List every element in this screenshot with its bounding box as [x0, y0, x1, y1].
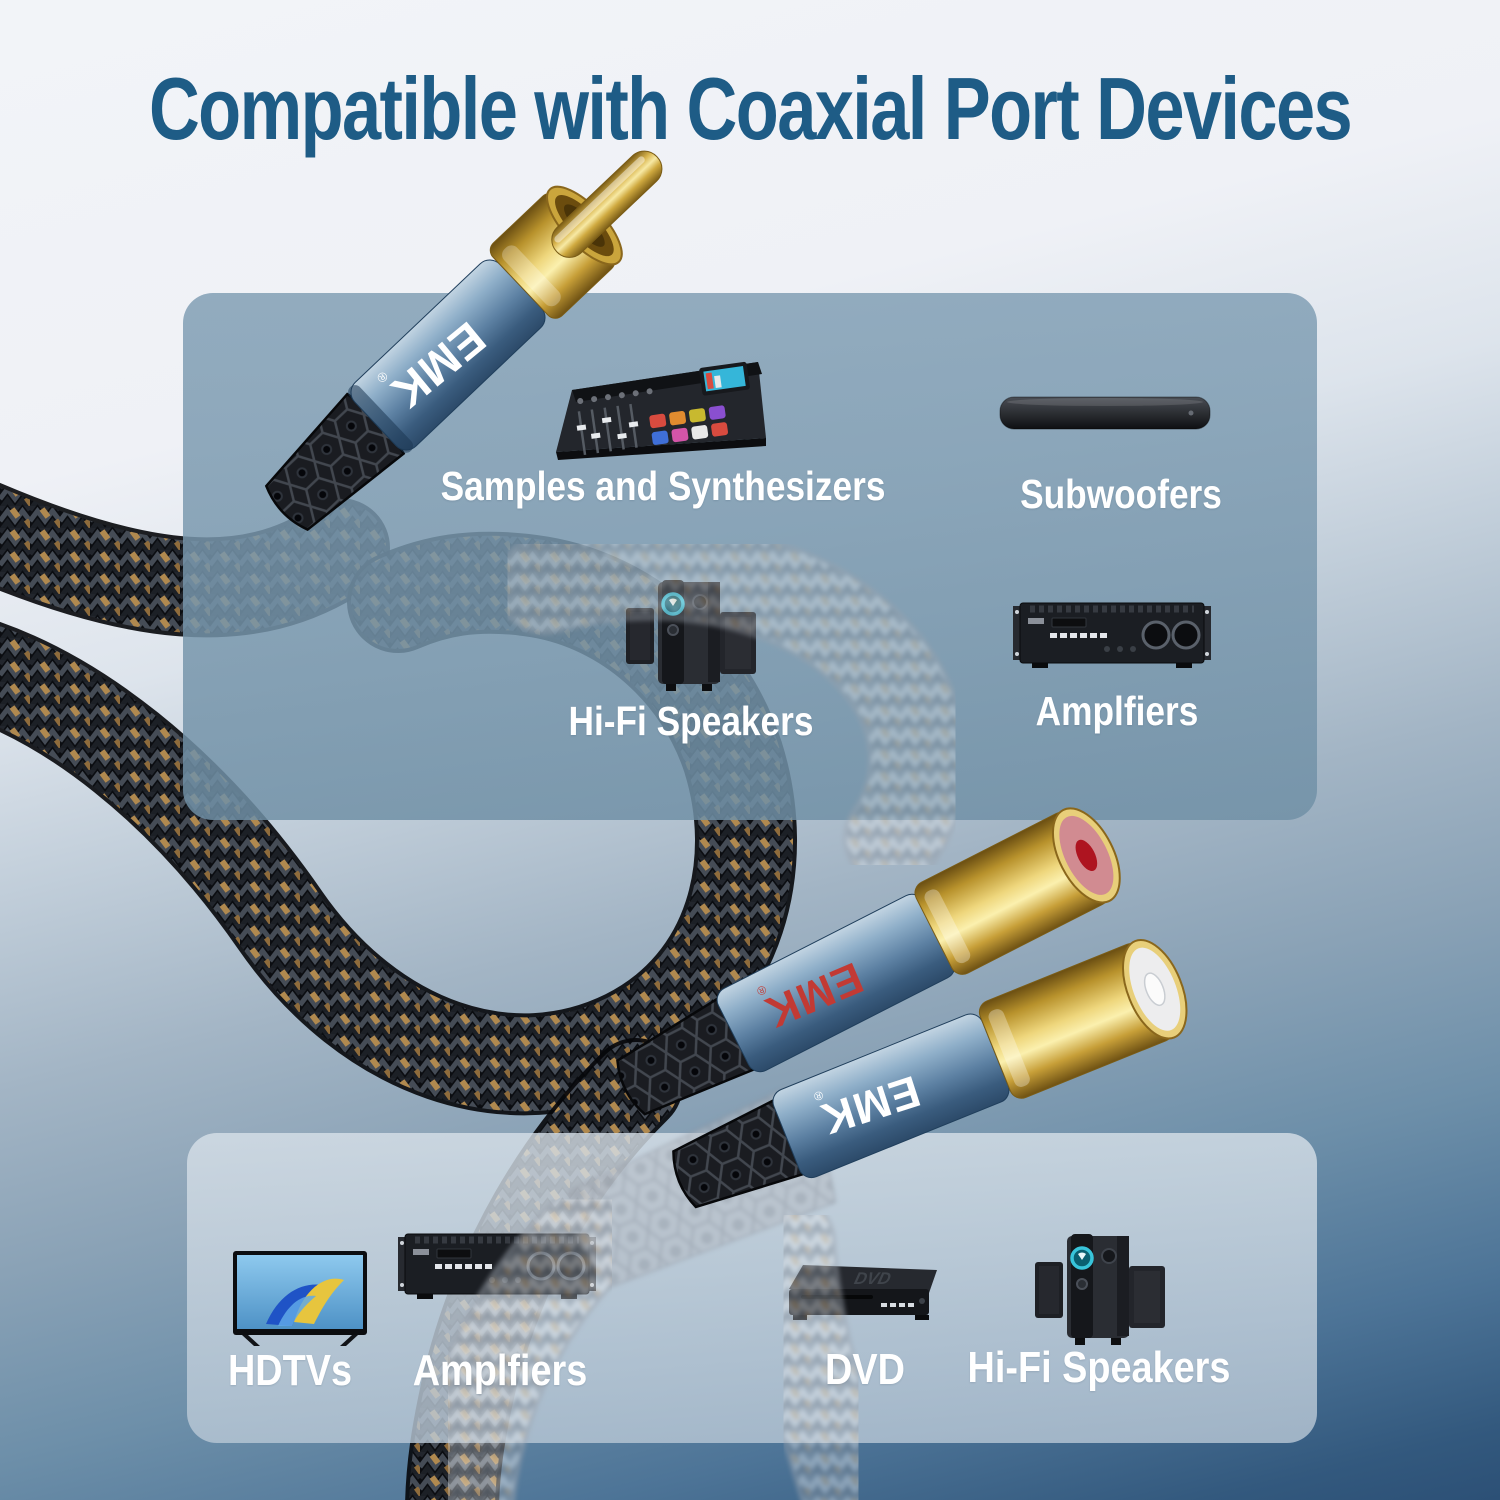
female-rca-jack-red: EMK ® [616, 807, 1121, 1116]
label-amplifiers-top: Amplfiers [1035, 688, 1199, 734]
registered-mark: ® [812, 1088, 825, 1104]
hdtv-icon [233, 1251, 367, 1346]
soundbar-subwoofer-icon [999, 396, 1211, 430]
amplifier-icon [1013, 603, 1211, 668]
label-samples-synthesizers: Samples and Synthesizers [440, 463, 886, 509]
female-rca-jack-white: EMK ® [672, 938, 1188, 1209]
red-port-hole [1075, 839, 1098, 872]
label-dvd: DVD [825, 1345, 905, 1394]
label-subwoofers: Subwoofers [1020, 471, 1222, 517]
page-title: Compatible with Coaxial Port Devices [148, 59, 1353, 158]
white-port-hole [1143, 972, 1166, 1007]
label-hifi-speakers-bottom: Hi-Fi Speakers [967, 1343, 1231, 1392]
dvd-marking-text: DVD [852, 1268, 893, 1288]
braided-cable-front [410, 520, 968, 1500]
audio-mixer-icon [556, 361, 766, 460]
label-amplifiers-bottom: Amplfiers [412, 1346, 588, 1395]
label-hifi-speakers-top: Hi-Fi Speakers [568, 698, 814, 744]
label-hdtvs: HDTVs [227, 1346, 353, 1395]
